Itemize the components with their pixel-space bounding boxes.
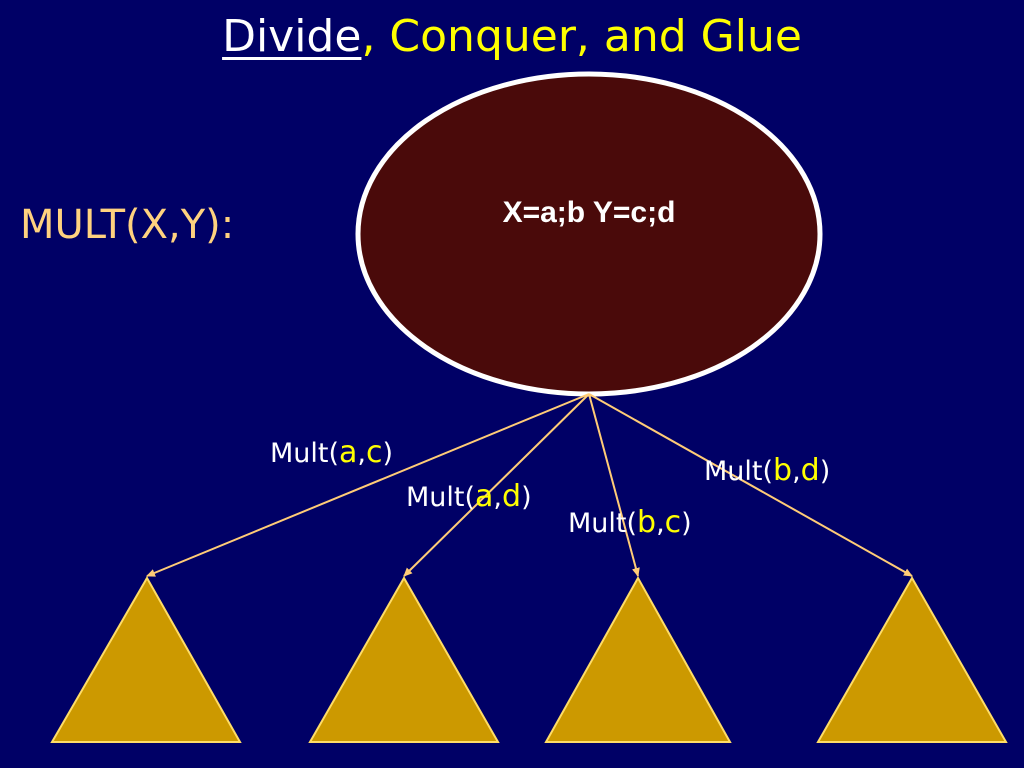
edge-label-4-arg2: d <box>801 453 820 488</box>
title-rest: , Conquer, and Glue <box>361 11 802 62</box>
edge-label-1-prefix: Mult( <box>270 438 339 469</box>
edge-label-3-arg2: c <box>665 505 682 540</box>
title-divide-word: Divide <box>222 11 362 62</box>
edge-label-1-arg1: a <box>339 435 357 470</box>
edge-label-3-suffix: ) <box>681 508 692 539</box>
edge-label-1-arg2: c <box>366 435 383 470</box>
subproblem-triangle-2 <box>308 575 500 743</box>
edge-label-2-arg2: d <box>502 479 521 514</box>
edge-label-4-arg1: b <box>773 453 792 488</box>
edge-label-3: Mult(b,c) <box>568 505 692 540</box>
subproblem-triangle-4 <box>816 575 1008 743</box>
edge-label-3-prefix: Mult( <box>568 508 637 539</box>
edge-label-4-suffix: ) <box>820 456 831 487</box>
edge-label-1-suffix: ) <box>383 438 394 469</box>
edge-label-2-suffix: ) <box>521 482 532 513</box>
root-node-label: X=a;b Y=c;d <box>503 196 676 229</box>
edge-4 <box>588 393 913 577</box>
edge-label-2: Mult(a,d) <box>406 479 532 514</box>
function-label: MULT(X,Y): <box>20 202 235 248</box>
edge-label-2-sep: , <box>493 482 502 513</box>
edge-2 <box>403 393 590 577</box>
edge-label-4: Mult(b,d) <box>704 453 830 488</box>
edge-3 <box>588 393 640 577</box>
edge-1 <box>146 393 590 577</box>
slide-title: Divide, Conquer, and Glue <box>0 10 1024 64</box>
edge-label-3-sep: , <box>656 508 665 539</box>
subproblem-triangle-3 <box>544 575 732 743</box>
edge-label-1-sep: , <box>357 438 366 469</box>
edge-label-2-prefix: Mult( <box>406 482 475 513</box>
edge-label-3-arg1: b <box>637 505 656 540</box>
edge-label-4-prefix: Mult( <box>704 456 773 487</box>
edge-label-2-arg1: a <box>475 479 493 514</box>
edge-label-4-sep: , <box>792 456 801 487</box>
subproblem-triangle-1 <box>50 575 242 743</box>
edge-label-1: Mult(a,c) <box>270 435 393 470</box>
root-node <box>355 71 823 397</box>
